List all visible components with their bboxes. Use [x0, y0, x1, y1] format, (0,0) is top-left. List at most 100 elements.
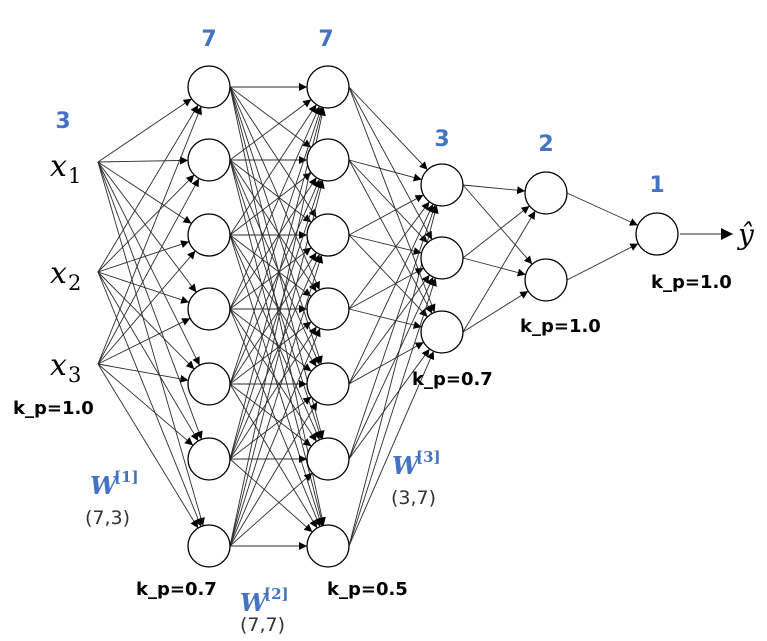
edge-hidden1-3-to-hidden2-2 — [229, 172, 312, 236]
edge-hidden2-3-to-hidden3-3 — [348, 234, 428, 318]
edge-hidden1-5-to-hidden2-7 — [229, 383, 318, 529]
hidden2-node-3 — [306, 213, 350, 257]
edge-hidden1-1-to-hidden2-5 — [229, 86, 323, 365]
edge-input-2-to-hidden1-5 — [97, 271, 195, 370]
input-x3: x 3 — [50, 348, 81, 387]
edge-hidden1-5-to-hidden2-3 — [229, 252, 317, 385]
hidden2-keep-prob: k_p=0.5 — [327, 579, 408, 600]
hidden1-node-2 — [187, 138, 231, 182]
edge-input-2-to-hidden1-3 — [97, 240, 190, 273]
edge-hidden1-5-to-hidden2-2 — [229, 179, 321, 385]
hidden3-node-2 — [420, 236, 464, 280]
edge-input-3-to-hidden1-5 — [97, 363, 189, 383]
edge-hidden4-2-to-output-1 — [566, 243, 639, 281]
hidden1-node-7 — [187, 524, 231, 568]
weight-label-w1: W [1] (7,3) — [85, 468, 139, 529]
input-sub-1: 1 — [68, 164, 81, 188]
edge-hidden2-6-to-hidden3-3 — [348, 348, 430, 460]
edge-input-3-to-hidden1-4 — [97, 317, 191, 365]
edge-hidden2-5-to-hidden3-3 — [348, 341, 424, 385]
edge-input-1-to-hidden1-2 — [97, 156, 189, 165]
weight-sup-w1: [1] — [114, 468, 139, 486]
edge-input-3-to-hidden1-3 — [97, 250, 196, 365]
edge-hidden3-1-to-hidden4-2 — [462, 184, 533, 265]
edge-input-1-to-hidden1-1 — [97, 98, 192, 163]
weight-dims-w2: (7,7) — [240, 614, 285, 636]
input-var-x3: x — [50, 348, 67, 383]
edge-hidden3-1-to-hidden4-1 — [462, 184, 526, 195]
edge-hidden2-2-to-hidden3-3 — [348, 159, 433, 314]
input-sub-3: 3 — [68, 363, 81, 387]
edge-input-3-to-hidden1-1 — [97, 106, 202, 365]
edge-hidden1-6-to-hidden2-3 — [229, 254, 321, 460]
edge-hidden2-3-to-hidden3-1 — [348, 194, 424, 236]
edge-hidden1-6-to-hidden2-4 — [229, 326, 317, 460]
edge-hidden2-1-to-hidden3-2 — [348, 86, 433, 240]
edge-input-3-to-hidden1-2 — [97, 178, 200, 365]
hidden4-node-2 — [524, 258, 568, 302]
output-node-1 — [635, 212, 679, 256]
hidden1-node-3 — [187, 213, 231, 257]
edge-hidden1-3-to-hidden2-4 — [229, 234, 312, 297]
edge-hidden3-3-to-hidden4-2 — [462, 290, 529, 333]
edge-hidden2-6-to-hidden3-1 — [348, 204, 437, 460]
edge-hidden1-7-to-hidden2-6 — [229, 472, 313, 547]
edge-hidden2-2-to-hidden3-1 — [348, 159, 422, 182]
output-keep-prob: k_p=1.0 — [651, 272, 732, 293]
hidden2-layer-count: 7 — [318, 27, 333, 52]
weight-label-w3: W [3] (3,7) — [391, 448, 441, 509]
weight-dims-w1: (7,3) — [85, 507, 130, 529]
weight-sup-w2: [2] — [264, 585, 289, 603]
edge-hidden1-6-to-hidden2-5 — [229, 396, 312, 460]
edge-input-2-to-hidden1-2 — [97, 174, 195, 273]
edge-input-2-to-hidden1-6 — [97, 271, 199, 442]
edge-input-1-to-hidden1-7 — [97, 161, 205, 526]
edge-input-3-to-hidden1-6 — [97, 363, 194, 446]
edge-hidden1-4-to-hidden2-2 — [229, 177, 317, 310]
edge-hidden1-7-to-hidden2-4 — [229, 328, 321, 547]
edge-hidden2-3-to-hidden3-2 — [348, 234, 422, 255]
edge-hidden2-2-to-hidden3-2 — [348, 159, 428, 244]
edge-hidden1-2-to-hidden2-5 — [229, 159, 321, 365]
edge-input-1-to-hidden1-3 — [97, 161, 192, 224]
edge-hidden1-6-to-hidden2-2 — [229, 179, 323, 460]
input-sub-2: 2 — [68, 271, 81, 295]
edge-hidden2-6-to-hidden3-2 — [348, 276, 434, 460]
edge-input-2-to-hidden1-4 — [97, 271, 190, 304]
weight-sup-w3: [3] — [416, 448, 441, 466]
edge-hidden1-5-to-hidden2-6 — [229, 383, 312, 447]
edge-hidden1-1-to-hidden2-3 — [229, 86, 317, 218]
hidden2-node-7 — [306, 524, 350, 568]
weight-symbol-w2: W — [240, 588, 269, 617]
hidden3-keep-prob: k_p=0.7 — [412, 369, 493, 390]
hidden1-keep-prob: k_p=0.7 — [136, 579, 217, 600]
edge-hidden1-7-to-hidden2-5 — [229, 401, 318, 547]
edge-hidden1-4-to-hidden2-5 — [229, 308, 312, 372]
edge-hidden4-1-to-output-1 — [566, 192, 639, 226]
edge-hidden1-2-to-hidden2-4 — [229, 159, 317, 292]
edge-input-1-to-hidden1-5 — [97, 161, 201, 366]
hidden1-layer-count: 7 — [201, 27, 216, 52]
edge-hidden3-2-to-hidden4-1 — [462, 205, 530, 259]
hidden3-node-3 — [420, 310, 464, 354]
edge-hidden1-7-to-hidden2-3 — [229, 254, 324, 547]
weight-label-w2: W [2] (7,7) — [240, 585, 289, 636]
hidden3-node-1 — [420, 163, 464, 207]
hidden4-keep-prob: k_p=1.0 — [520, 316, 601, 337]
hidden2-node-6 — [306, 437, 350, 481]
edge-hidden1-4-to-hidden2-3 — [229, 247, 312, 310]
edge-hidden1-4-to-hidden2-7 — [229, 308, 321, 527]
edge-hidden1-2-to-hidden2-3 — [229, 159, 312, 223]
hidden2-node-1 — [306, 65, 350, 109]
edge-hidden2-1-to-hidden3-3 — [348, 86, 436, 313]
edge-hidden1-1-to-hidden2-2 — [229, 86, 312, 148]
output-y-hat: ŷ — [736, 218, 755, 251]
edge-hidden2-5-to-hidden3-1 — [348, 203, 434, 385]
edge-input-3-to-hidden1-7 — [97, 363, 199, 529]
edge-input-1-to-hidden1-4 — [97, 161, 197, 293]
edge-hidden2-4-to-hidden3-1 — [348, 201, 430, 310]
edge-hidden1-3-to-hidden2-5 — [229, 234, 317, 367]
hidden1-node-1 — [187, 65, 231, 109]
weight-symbol-w3: W — [392, 451, 421, 480]
